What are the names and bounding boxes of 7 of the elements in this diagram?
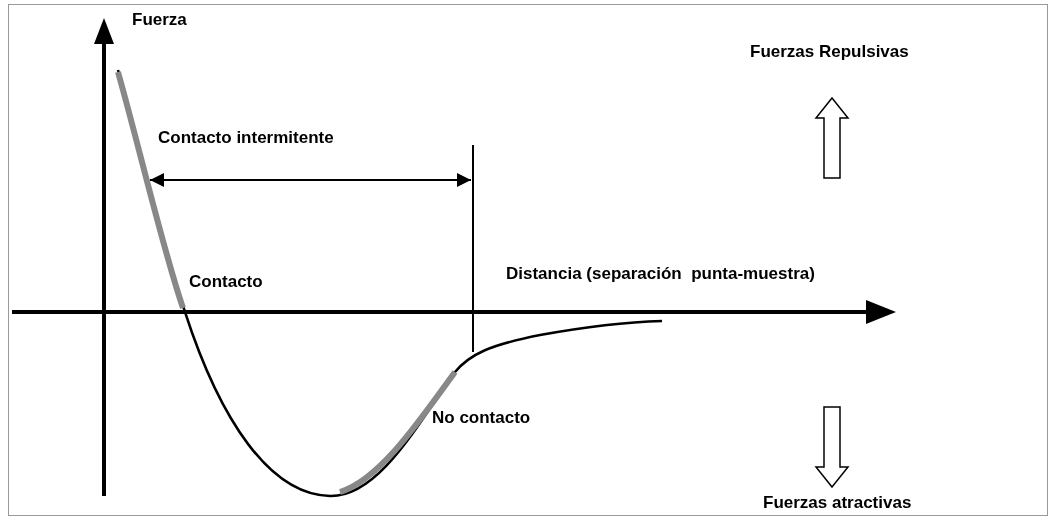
region-label: Contacto	[189, 272, 263, 292]
region-label: No contacto	[432, 408, 531, 428]
axis-label: Fuerza	[132, 10, 187, 30]
region-label: Fuerzas Repulsivas	[750, 42, 909, 62]
axis-label: Distancia (separación punta-muestra)	[506, 264, 815, 284]
region-label: Contacto intermitente	[158, 128, 334, 148]
region-label: Fuerzas atractivas	[763, 493, 912, 513]
